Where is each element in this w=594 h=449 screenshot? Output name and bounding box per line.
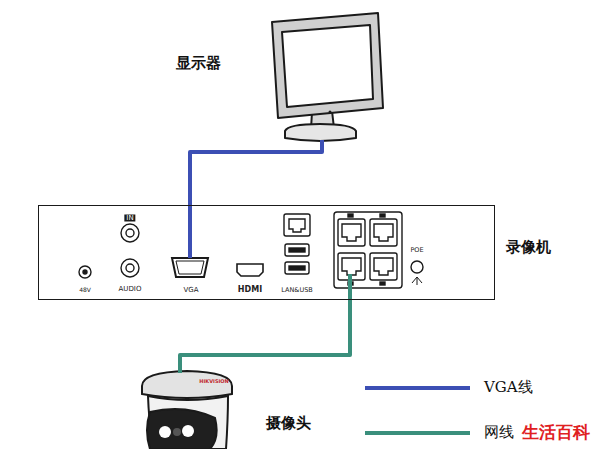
vga-wire-end <box>188 205 192 258</box>
port-label: LAN&USB <box>281 287 313 294</box>
network-cable <box>180 300 350 373</box>
legend-line-sample <box>365 431 470 435</box>
port-label: POE <box>410 247 423 254</box>
lan-wire-end <box>348 274 352 300</box>
monitor-node: 显示器 <box>268 10 386 142</box>
watermark: 生活百科 <box>522 424 590 441</box>
recorder-ports <box>79 212 423 288</box>
port-label: HIKVISION <box>199 379 229 384</box>
device-label: 录像机 <box>506 238 551 257</box>
port-label: VGA <box>183 287 198 294</box>
port-label: AUDIO <box>119 286 142 293</box>
monitor-drawing <box>272 13 383 141</box>
legend-text: 网线 <box>484 425 514 440</box>
legend-line-sample <box>365 386 470 390</box>
device-label: 摄像头 <box>266 414 311 433</box>
recorder-node: 录像机 <box>38 205 495 300</box>
port-label: 48V <box>79 287 91 293</box>
vga-cable <box>190 140 322 205</box>
port-label: HDMI <box>238 286 262 294</box>
port-label: IN <box>124 215 135 222</box>
legend-text: VGA线 <box>484 380 533 395</box>
device-label: 显示器 <box>176 54 221 73</box>
camera-drawing <box>142 371 232 449</box>
